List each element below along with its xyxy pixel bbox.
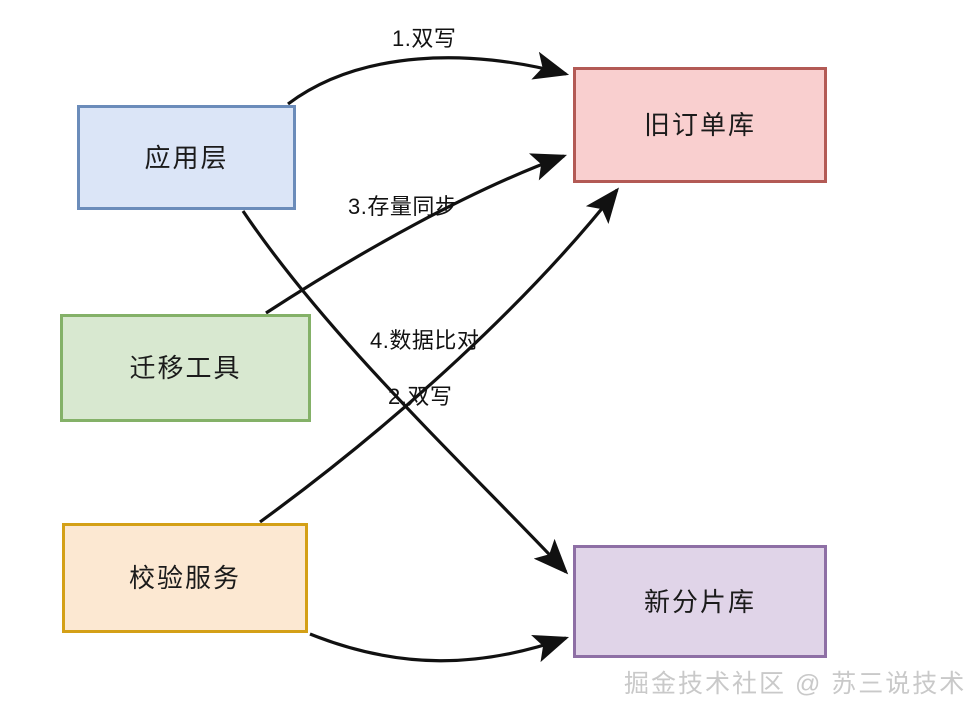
edge-label-3: 3.存量同步 (348, 194, 458, 219)
node-verify-service[interactable]: 校验服务 (62, 523, 308, 633)
edge-path-3 (265, 153, 568, 315)
node-label-new-shard-db: 新分片库 (643, 586, 756, 617)
edge-label-1: 1.双写 (392, 26, 457, 51)
node-label-migration-tool: 迁移工具 (129, 353, 242, 383)
node-migration-tool[interactable]: 迁移工具 (60, 314, 311, 422)
edge-label-2: 2.双写 (388, 384, 453, 409)
node-label-old-order-db: 旧订单库 (643, 110, 756, 140)
node-label-verify-service: 校验服务 (128, 563, 241, 593)
node-old-order-db[interactable]: 旧订单库 (573, 67, 827, 183)
edge-label-4: 4.数据比对 (370, 328, 480, 353)
node-app-layer[interactable]: 应用层 (77, 105, 296, 210)
edge-path-5 (309, 632, 570, 663)
watermark: 掘金技术社区 @ 苏三说技术 (624, 670, 964, 698)
edge-path-4 (259, 187, 619, 524)
edge-path-1 (287, 51, 570, 106)
node-label-app-layer: 应用层 (144, 142, 229, 173)
node-new-shard-db[interactable]: 新分片库 (573, 545, 827, 658)
edge-path-2 (241, 210, 569, 575)
